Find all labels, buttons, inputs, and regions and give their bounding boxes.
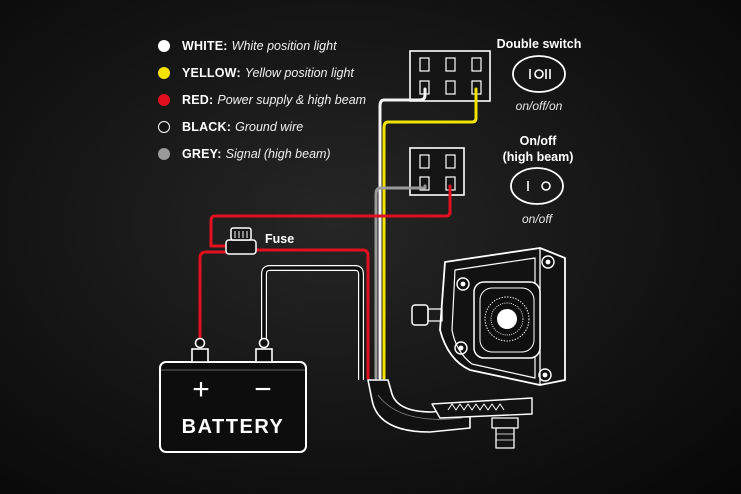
battery [159, 337, 307, 453]
red-wire-battery [198, 250, 228, 344]
legend-color-name: BLACK: [182, 119, 232, 134]
legend-color-name: RED: [182, 92, 214, 107]
legend-color-name: GREY: [182, 146, 222, 161]
onoff-switch-icon [510, 167, 564, 205]
legend-item-red: RED: Power supply & high beam [158, 86, 398, 113]
legend-color-desc: Power supply & high beam [217, 92, 367, 107]
work-light [411, 247, 566, 449]
legend-color-desc: Ground wire [235, 119, 304, 134]
battery-minus-sign: − [254, 373, 272, 406]
double-switch-icon [512, 55, 566, 93]
legend-color-name: YELLOW: [182, 65, 241, 80]
double-switch-title: Double switch [496, 37, 582, 51]
yellow-wire [382, 87, 478, 380]
wire-color-legend: WHITE: White position light YELLOW: Yell… [158, 32, 398, 167]
legend-item-white: WHITE: White position light [158, 32, 398, 59]
fuse [225, 227, 257, 255]
grey-dot-icon [158, 147, 170, 160]
red-wire-switch [209, 184, 452, 248]
fuse-label: Fuse [265, 232, 295, 246]
double-switch-state: on/off/on [515, 99, 563, 113]
legend-color-desc: Signal (high beam) [225, 146, 331, 161]
red-wire-light [254, 248, 370, 380]
onoff-switch-title-line2: (high beam) [502, 150, 574, 164]
battery-label: BATTERY [181, 416, 285, 438]
legend-item-black: BLACK: Ground wire [158, 113, 398, 140]
battery-plus-sign: + [192, 373, 210, 406]
onoff-switch-title-line1: On/off [519, 134, 557, 148]
yellow-dot-icon [158, 66, 170, 79]
white-dot-icon [158, 39, 170, 52]
double-switch-connector [409, 50, 491, 102]
legend-item-grey: GREY: Signal (high beam) [158, 140, 398, 167]
legend-color-desc: Yellow position light [244, 65, 354, 80]
red-dot-icon [158, 93, 170, 106]
legend-color-desc: White position light [231, 38, 337, 53]
legend-item-yellow: YELLOW: Yellow position light [158, 59, 398, 86]
white-wire [378, 87, 427, 380]
black-dot-icon [158, 120, 170, 133]
grey-wire [374, 184, 427, 380]
legend-color-name: WHITE: [182, 38, 228, 53]
onoff-switch-state: on/off [521, 212, 553, 226]
